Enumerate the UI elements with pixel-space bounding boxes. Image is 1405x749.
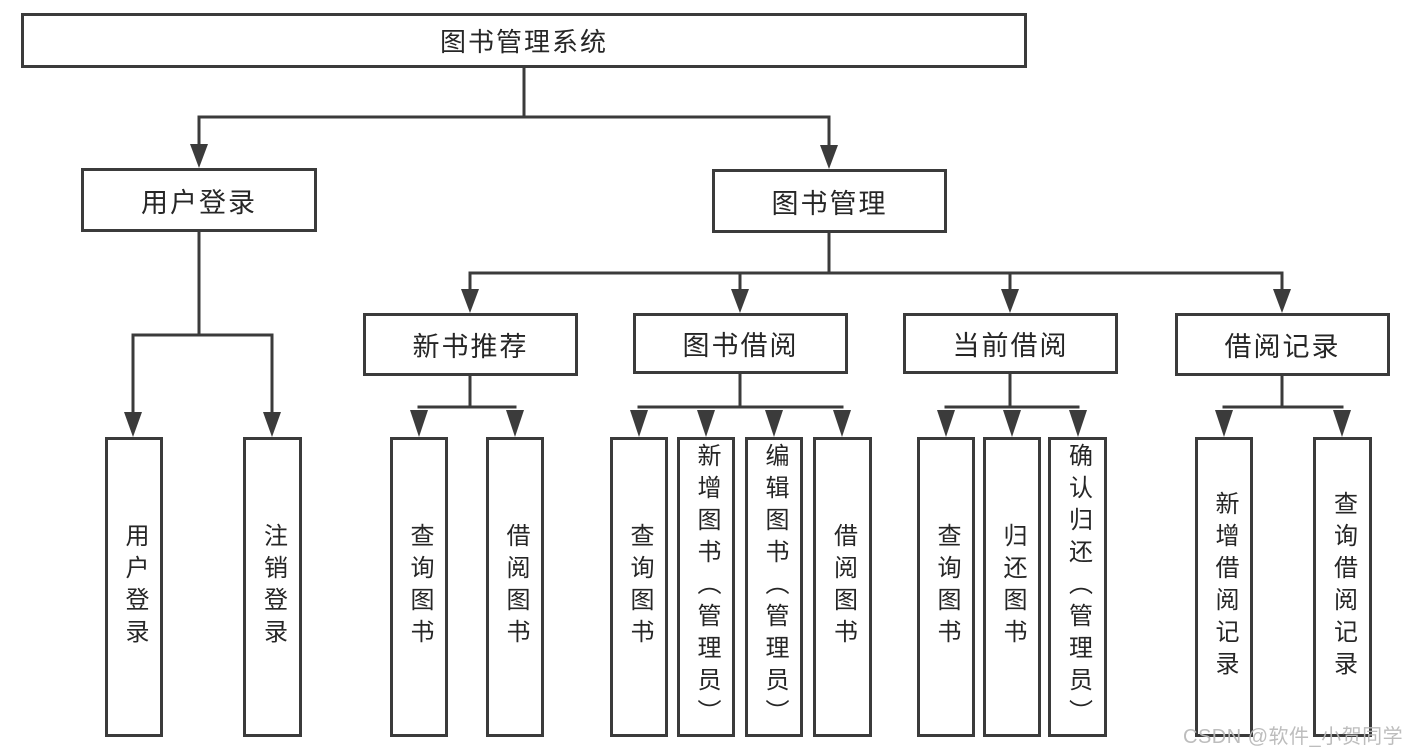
node-new-book-recommendation: 新书推荐 [363,313,578,376]
connector-book-management-split [461,233,1291,313]
leaf-cb-confirm-return-admin: 确认归还（管理员） [1048,437,1107,737]
leaf-bb-query-books: 查询图书 [610,437,668,737]
leaf-br-add-borrow-record: 新增借阅记录 [1195,437,1253,737]
leaf-cb-query-books: 查询图书 [917,437,975,737]
leaf-bb-edit-books-admin: 编辑图书（管理员） [745,437,803,737]
node-root: 图书管理系统 [21,13,1027,68]
watermark: CSDN @软件_小贺同学 [1183,726,1404,748]
connector-user-login-split [124,232,281,437]
leaf-bb-borrow-books: 借阅图书 [813,437,872,737]
leaf-nbr-query-books: 查询图书 [390,437,448,737]
connector-root-split [190,68,838,169]
node-current-borrowing: 当前借阅 [903,313,1118,374]
leaf-cb-return-books: 归还图书 [983,437,1041,737]
connector-borrow-records-split [1215,376,1351,437]
connector-book-borrow-split [630,374,851,437]
node-borrowing-records: 借阅记录 [1175,313,1390,376]
connector-new-book-split [410,376,524,437]
leaf-bb-add-books-admin: 新增图书（管理员） [677,437,735,737]
node-book-management: 图书管理 [712,169,947,233]
connector-current-borrow-split [937,374,1087,437]
node-book-borrowing: 图书借阅 [633,313,848,374]
leaf-user-login: 用户登录 [105,437,163,737]
leaf-nbr-borrow-books: 借阅图书 [486,437,544,737]
leaf-logout-login: 注销登录 [243,437,302,737]
node-user-login: 用户登录 [81,168,317,232]
leaf-br-query-borrow-record: 查询借阅记录 [1313,437,1372,737]
